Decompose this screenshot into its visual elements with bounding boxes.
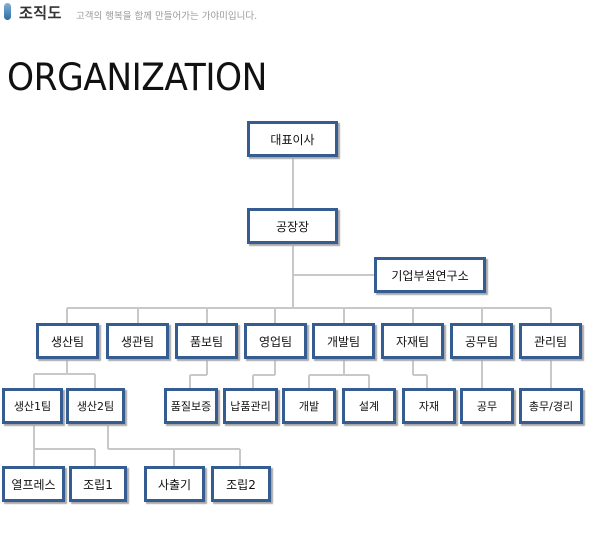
org-box-assembly-1: 조립1 [69,466,127,502]
org-box-dev: 개발 [282,388,336,424]
org-box-development-team: 개발팀 [312,323,375,359]
org-box-assembly-2: 조립2 [211,466,271,502]
org-box-production-team: 생산팀 [36,323,99,359]
org-box-quality-team: 품보팀 [175,323,238,359]
org-box-administration-team: 관리팀 [519,323,582,359]
org-box-heat-press: 열프레스 [2,466,65,502]
title-bullet-icon [4,3,11,20]
org-box-design: 설계 [342,388,396,424]
page-header: 조직도 고객의 행복을 함께 만들어가는 가야미입니다. [0,0,616,30]
org-box-materials-team: 자재팀 [381,323,444,359]
org-box-production-mgmt-team: 생관팀 [106,323,169,359]
org-box-production-2: 생산2팀 [66,388,125,424]
page-title: 조직도 [19,4,62,22]
org-box-engineering-team: 공무팀 [450,323,513,359]
org-box-general-accounting: 총무/경리 [519,388,583,424]
org-box-materials: 자재 [402,388,456,424]
organization-heading: ORGANIZATION [7,56,267,99]
org-box-sales-team: 영업팀 [244,323,307,359]
org-box-quality-assurance: 품질보증 [164,388,218,424]
page-subtitle: 고객의 행복을 함께 만들어가는 가야미입니다. [76,11,258,22]
org-box-ceo: 대표이사 [247,121,338,157]
org-box-delivery-mgmt: 납품관리 [223,388,278,424]
org-box-rnd: 기업부설연구소 [374,257,486,293]
org-box-production-1: 생산1팀 [2,388,63,424]
org-box-engineering: 공무 [460,388,514,424]
org-box-factory-manager: 공장장 [247,208,338,244]
org-box-injection: 사출기 [144,466,205,502]
